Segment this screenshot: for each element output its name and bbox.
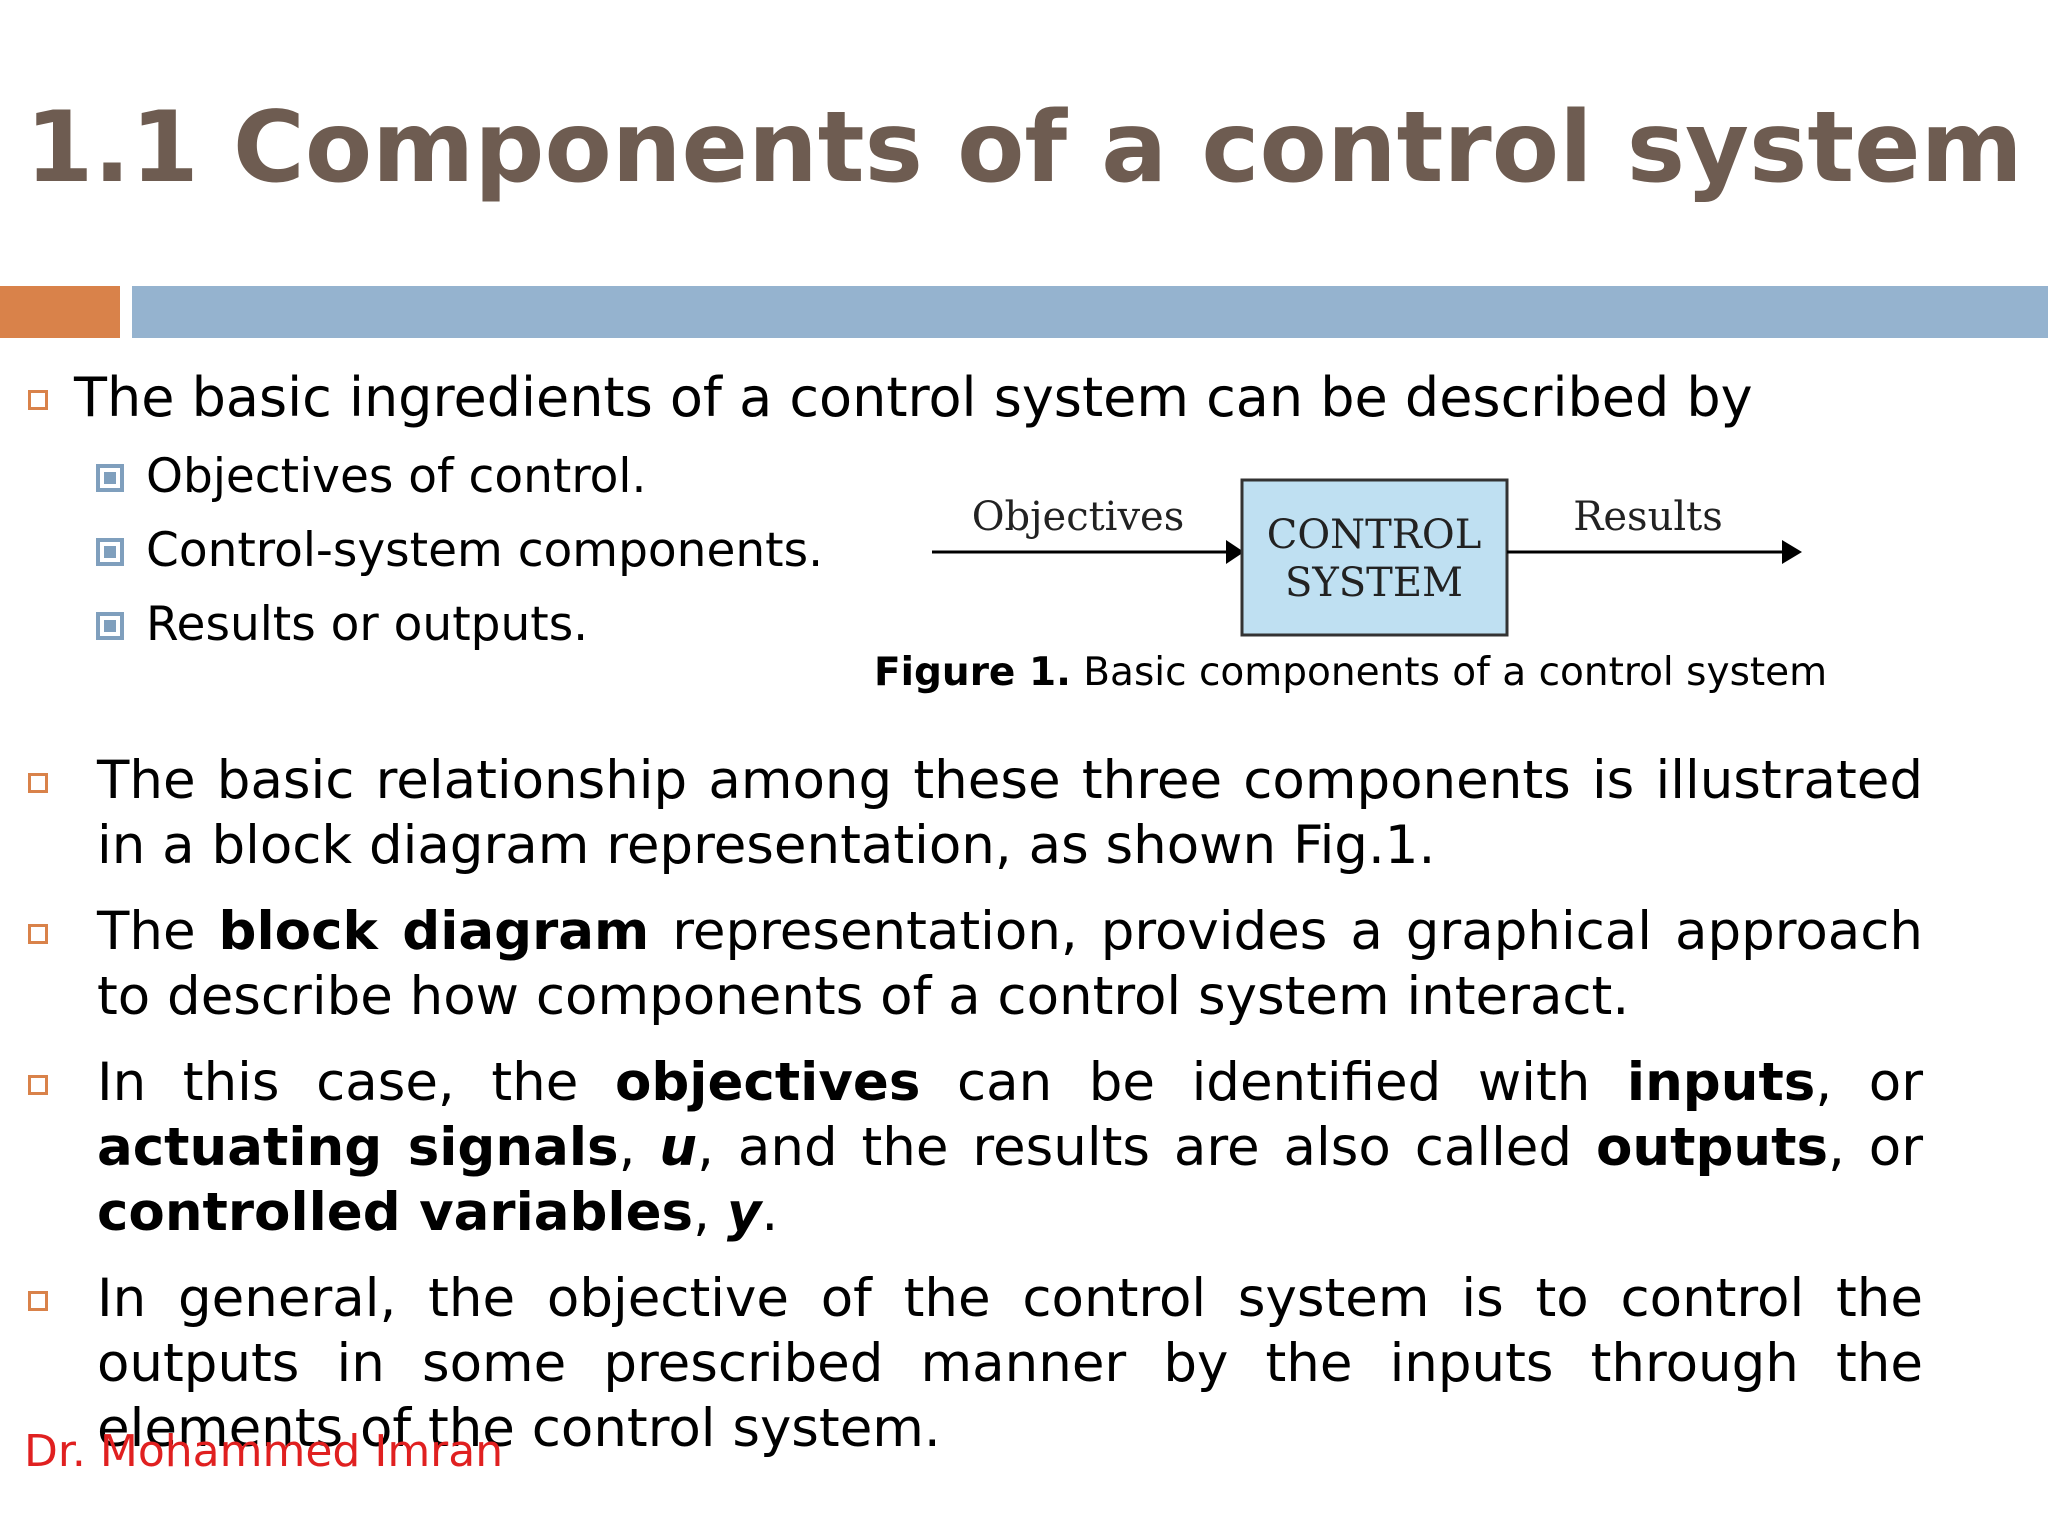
accent-bar-orange: [0, 286, 120, 338]
p3-text-7: ,: [693, 1182, 727, 1243]
box-label-line1: CONTROL: [1267, 512, 1482, 558]
p3-text-8: .: [761, 1182, 779, 1243]
paragraph-objectives: In this case, the objectives can be iden…: [97, 1050, 1923, 1245]
bullet-square-icon: [28, 1291, 48, 1311]
p3-text-2: can be identified with: [920, 1052, 1627, 1113]
box-label-line2: SYSTEM: [1285, 560, 1463, 606]
sub-bullet-icon: [96, 538, 124, 566]
intro-text: The basic ingredients of a control syste…: [74, 366, 1753, 429]
bullet-square-icon: [28, 924, 48, 944]
p3-bold-outputs: outputs: [1595, 1117, 1829, 1178]
p3-text-3: , or: [1815, 1052, 1924, 1113]
bullet-square-icon: [28, 773, 48, 793]
sub-bullet-icon: [96, 612, 124, 640]
p3-bold-objectives: objectives: [614, 1052, 921, 1113]
control-system-box: [1240, 478, 1509, 637]
p3-text-4: ,: [618, 1117, 660, 1178]
p3-bold-actuating-signals: actuating signals: [97, 1117, 619, 1178]
caption-prefix: Figure 1.: [874, 650, 1071, 695]
sub-item-results: Results or outputs.: [146, 597, 589, 652]
bullet-square-icon: [28, 1075, 48, 1095]
p3-bold-controlled-variables: controlled variables: [97, 1182, 694, 1243]
bullet-square-icon: [28, 390, 48, 410]
p3-italic-y: y: [726, 1182, 762, 1243]
p3-text-1: In this case, the: [97, 1052, 615, 1113]
author-name: Dr. Mohammed Imran: [24, 1426, 504, 1477]
output-arrowhead: [1782, 540, 1802, 564]
p2-text-1: The: [97, 901, 219, 962]
accent-bar-blue: [132, 286, 2048, 338]
block-diagram: Objectives CONTROL SYSTEM Results: [932, 478, 1802, 637]
p3-bold-inputs: inputs: [1626, 1052, 1816, 1113]
figure-caption: Figure 1. Basic components of a control …: [874, 648, 1827, 698]
p3-italic-u: u: [659, 1117, 698, 1178]
p3-text-5: , and the results are also called: [697, 1117, 1596, 1178]
input-arrowhead: [1226, 540, 1244, 564]
paragraph-block-diagram: The block diagram representation, provid…: [97, 899, 1923, 1029]
caption-text: Basic components of a control system: [1070, 650, 1828, 695]
diagram-output-label: Results: [1573, 494, 1722, 540]
p2-bold-block-diagram: block diagram: [218, 901, 650, 962]
paragraph-general: In general, the objective of the control…: [97, 1268, 1923, 1459]
p2-text-2: representation, provides a graphical app…: [97, 901, 1923, 1027]
paragraph-relationship: The basic relationship among these three…: [97, 750, 1923, 876]
sub-item-components: Control-system components.: [146, 523, 824, 578]
sub-bullet-icon: [96, 464, 124, 492]
sub-item-objectives: Objectives of control.: [146, 449, 647, 504]
slide-title: 1.1 Components of a control system: [25, 91, 2023, 205]
diagram-input-label: Objectives: [972, 494, 1185, 540]
p3-text-6: , or: [1828, 1117, 1924, 1178]
